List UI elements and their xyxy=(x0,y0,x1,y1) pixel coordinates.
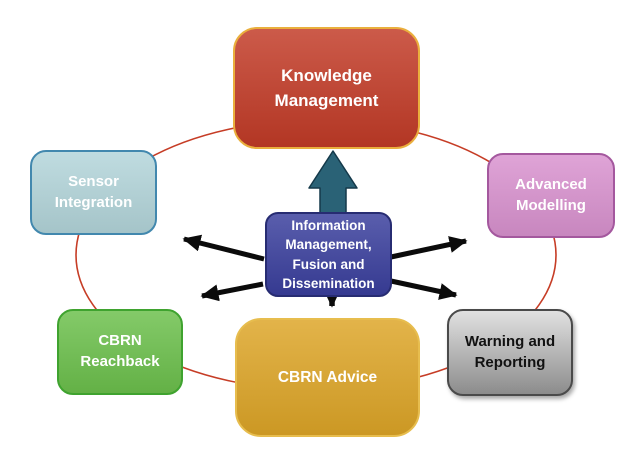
arrow-to-advanced-modelling-icon xyxy=(390,236,468,260)
arrow-to-cbrn-reachback-icon xyxy=(200,281,264,302)
node-sensor-integration: Sensor Integration xyxy=(30,150,157,235)
arrow-to-warning-reporting-icon xyxy=(390,278,458,300)
arrow-to-sensor-integration-icon xyxy=(182,234,265,262)
node-warning-reporting: Warning and Reporting xyxy=(447,309,573,396)
node-information-management: Information Management, Fusion and Disse… xyxy=(265,212,392,297)
node-cbrn-advice: CBRN Advice xyxy=(235,318,420,437)
node-advanced-modelling: Advanced Modelling xyxy=(487,153,615,238)
node-cbrn-reachback: CBRN Reachback xyxy=(57,309,183,395)
node-knowledge-management: Knowledge Management xyxy=(233,27,420,149)
block-up-arrow-icon xyxy=(308,150,358,215)
